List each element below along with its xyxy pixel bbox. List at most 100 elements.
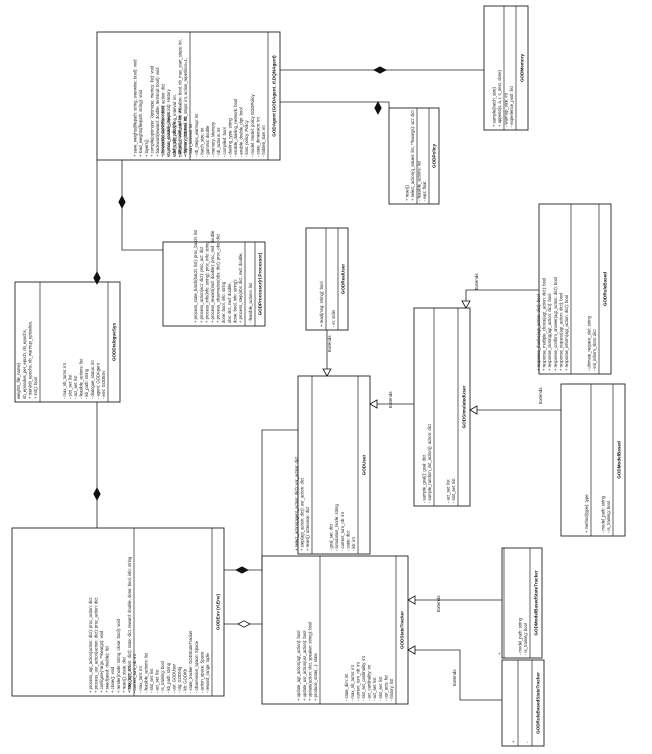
class-method: + process_state_batch(batch: list): proc…: [193, 229, 198, 323]
composition-diamond: [93, 271, 101, 285]
class-method: + train(nb_epochs, nb_warmup_episodes,: [27, 321, 32, 399]
class-attribute: - state_tracker: GODStateTracker: [188, 630, 193, 693]
class-box-rulebased: GODRuleBased- init_inform_slots: dict- u…: [536, 203, 612, 375]
class-attribute: - is_training: bool: [606, 501, 611, 533]
class-method: + process_observation(obs: dict): proc_o…: [216, 233, 221, 323]
class-attribute: - act_set: list: [445, 479, 450, 503]
class-frame: [305, 227, 349, 331]
class-name: GODDialogueSys: [112, 323, 117, 361]
class-method: obs: dict, rwd: double,: [227, 282, 232, 323]
rulestate-statetracker-generalization: [408, 649, 502, 701]
class-box-agent: GODAgent (GODAgent_rl.DQNAgent)- hidden_…: [96, 31, 281, 161]
class-attribute: - target_model_update: int: [177, 107, 182, 157]
extends-label: Extends: [327, 335, 332, 352]
class-text: GODPolicy- eps: float- feasible_actions:…: [404, 110, 436, 201]
class-attribute: - slot_set: list: [451, 478, 456, 503]
class-method: + process_reward(rwd: double): proc_rwd:…: [210, 230, 215, 323]
class-method: + fit(env: GODEnv, nb_steps: int, action…: [183, 58, 188, 157]
class-name: GODUser: [362, 454, 367, 475]
class-attribute: - memory: Memory: [211, 121, 216, 157]
class-method: start_step_policy, log_interval: int,: [172, 94, 177, 157]
class-text: GODModelBased - is_training: bool- model_…: [584, 441, 622, 533]
class-method: +: [511, 740, 516, 743]
class-method: + response_thanks(agt_action: dict): boo…: [536, 294, 541, 371]
class-attribute: - nb_steps_warmup: int: [194, 113, 199, 157]
extends-label: Extends: [474, 273, 479, 290]
class-box-realuser: GODRealUser- in: stdin+ read(msg: string…: [305, 227, 349, 331]
class-attribute: - compiled: bool: [222, 127, 227, 157]
class-attribute: - is_training: bool: [523, 623, 528, 655]
class-name: GODRuleBasedStateTracker: [536, 672, 541, 734]
class-attribute: - delta_clip: double: [171, 121, 176, 157]
class-text: GODAgent (GODAgent_rl.DQNAgent)- hidden_…: [133, 39, 277, 157]
class-attribute: - hidden_size: int: [261, 125, 266, 157]
class-method: + init(): bool: [33, 377, 38, 399]
class-attribute: - model_path: string: [600, 495, 605, 533]
class-text: GODRuleBasedStateTracker - +: [511, 672, 541, 743]
class-attribute: - slot_set: list: [378, 676, 383, 701]
class-method: + backward(reward: double, terminal: boo…: [155, 67, 160, 157]
class-method: + response_inform(agt_action: dict): boo…: [564, 295, 569, 371]
class-attribute: - dialogue_status: int: [90, 360, 95, 399]
class-text: GODModelBasedStateTracker- is_training: …: [497, 570, 539, 655]
class-method: + read(msg: string): bool: [319, 281, 324, 327]
extends-label: Extends: [436, 595, 441, 612]
class-attribute: - state: dict: [345, 530, 350, 551]
class-attribute: - feasible_actions: list: [248, 282, 253, 323]
class-attribute: - nb_actions: int: [216, 127, 221, 157]
class-method: + reset(): utterance: dict: [305, 506, 310, 551]
class-text: GODStateTracker- history: list- usr_acts…: [296, 611, 404, 701]
class-box-simuser: GODSimulatedUser - slot_set: list- act_se…: [413, 307, 471, 507]
class-name: GODSimulatedUser: [462, 385, 467, 428]
class-text: GODUser- kb: int- state: dict- current_t…: [294, 454, 367, 551]
class-attribute: - state_dim: int: [344, 673, 349, 701]
class-attribute: - state_dimension: int: [255, 116, 260, 157]
class-method: + update_usr_action(usr_action): bool: [302, 631, 307, 701]
class-name: GODPolicy: [432, 144, 437, 168]
class-attribute: - kb_path: string: [84, 368, 89, 399]
class-method: + response_multiple_choice(agt_action: d…: [542, 278, 547, 371]
class-box-processor: GODProcessor(rl.Processor)- feasible_act…: [162, 229, 266, 327]
class-attribute: -: [525, 741, 530, 743]
generalization-arrow: [407, 595, 416, 605]
class-method: + process_info(info: string): proc_info:…: [204, 241, 209, 323]
extends-label: Extends: [452, 669, 457, 686]
generalization-arrow: [407, 645, 416, 655]
class-method: + response_closing(agt_action: dict): bo…: [547, 294, 552, 371]
class-attribute: - simulation_mode: string: [334, 504, 339, 551]
class-attribute: - memory_interval: int: [183, 116, 188, 157]
class-method: callbacks, verbose: int, visualize: bool…: [177, 39, 182, 157]
class-method: + load_weights(filepath: string): void: [138, 89, 143, 157]
class-box-rulestate: GODRuleBasedStateTracker - +: [501, 659, 545, 747]
class-name: GODRealUser: [341, 264, 346, 295]
class-attribute: - act_set: list: [73, 375, 78, 399]
class-attribute: - kb: int: [351, 536, 356, 551]
class-method: + process_usr_action(action: dict): proc…: [93, 597, 98, 693]
class-attribute: - slot_set_cardinality: int: [361, 655, 366, 701]
class-text: GODRealUser- in: stdin+ read(msg: string…: [319, 264, 346, 327]
class-method: weights_file_name): [16, 362, 21, 399]
class-box-dialogsys: GODDialogueSys- env: GODEnv- agent: GODA…: [14, 281, 121, 403]
class-name: GODRuleBased: [603, 272, 608, 306]
class-method: nb_max_episode_steps: int): History: [166, 88, 171, 157]
class-text: GODRuleBased- init_inform_slots: dict- u…: [536, 272, 608, 371]
class-method: + response_confirm_answer(agt_action: di…: [553, 277, 558, 371]
class-method: + configure(*args, **kwargs): void: [99, 630, 104, 693]
class-name: GODModelBased: [617, 441, 622, 479]
class-attribute: - dueling_type: string: [227, 117, 232, 157]
extends-label: Extends: [538, 387, 543, 404]
class-attribute: - batch_size: int: [199, 127, 204, 157]
class-attribute: - enable_double_dqn: bool: [239, 107, 244, 157]
class-frame: [388, 107, 440, 205]
class-method: done: bool, info: string):: [232, 279, 237, 323]
class-method: + process_action(act: dict): proc_act: d…: [199, 246, 204, 323]
class-attribute: - enable_dueling_network: bool: [233, 99, 238, 157]
class-method: +: [497, 652, 502, 655]
class-attribute: - reward_range: tuple: [205, 653, 210, 693]
agent-processor-association: [121, 160, 163, 251]
class-frame: [501, 547, 543, 659]
class-attribute: - train_interval: int: [188, 123, 193, 157]
class-method: + append(s, a, r, s_next, done): [497, 69, 502, 127]
class-attribute: - feasible_actions: list: [416, 160, 421, 201]
class-attribute: - action_space: Space: [199, 651, 204, 693]
